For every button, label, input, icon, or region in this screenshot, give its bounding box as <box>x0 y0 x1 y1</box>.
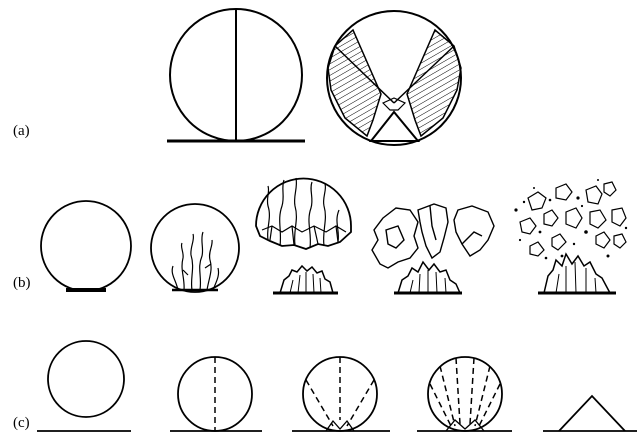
row-label-c: (c) <box>13 416 30 431</box>
sphere-split-a1 <box>167 9 305 141</box>
row-label-a: (a) <box>13 124 30 139</box>
crack-lines <box>172 232 218 290</box>
core-fragment <box>383 98 405 110</box>
sphere-intact-b1 <box>41 201 131 291</box>
sphere-intact-c1 <box>48 341 124 417</box>
large-fragments <box>372 204 494 268</box>
sphere-outline <box>151 204 239 292</box>
base-cone <box>544 254 610 293</box>
row-label-b: (b) <box>13 276 31 291</box>
central-cone <box>371 112 418 141</box>
sphere-cross-section-a2 <box>327 11 461 145</box>
sphere-outline <box>41 201 131 291</box>
cone-inner-cracks <box>410 270 446 293</box>
base-cone <box>398 262 460 293</box>
sphere-five-cracks-c4 <box>428 357 502 431</box>
sphere-fragmenting-b4 <box>372 204 494 293</box>
dashed-cracks <box>430 358 500 428</box>
sphere-cracking-b2 <box>151 204 239 292</box>
sphere-fracturing-b3 <box>256 178 351 293</box>
small-fragments <box>520 182 626 256</box>
row-a <box>167 9 461 145</box>
sphere-disintegrated-b5 <box>514 179 627 293</box>
dashed-cracks <box>306 357 374 426</box>
row-b <box>41 178 627 293</box>
row-c <box>37 341 637 431</box>
residual-cone-c5 <box>559 396 625 431</box>
cone-inner-cracks <box>290 272 321 293</box>
